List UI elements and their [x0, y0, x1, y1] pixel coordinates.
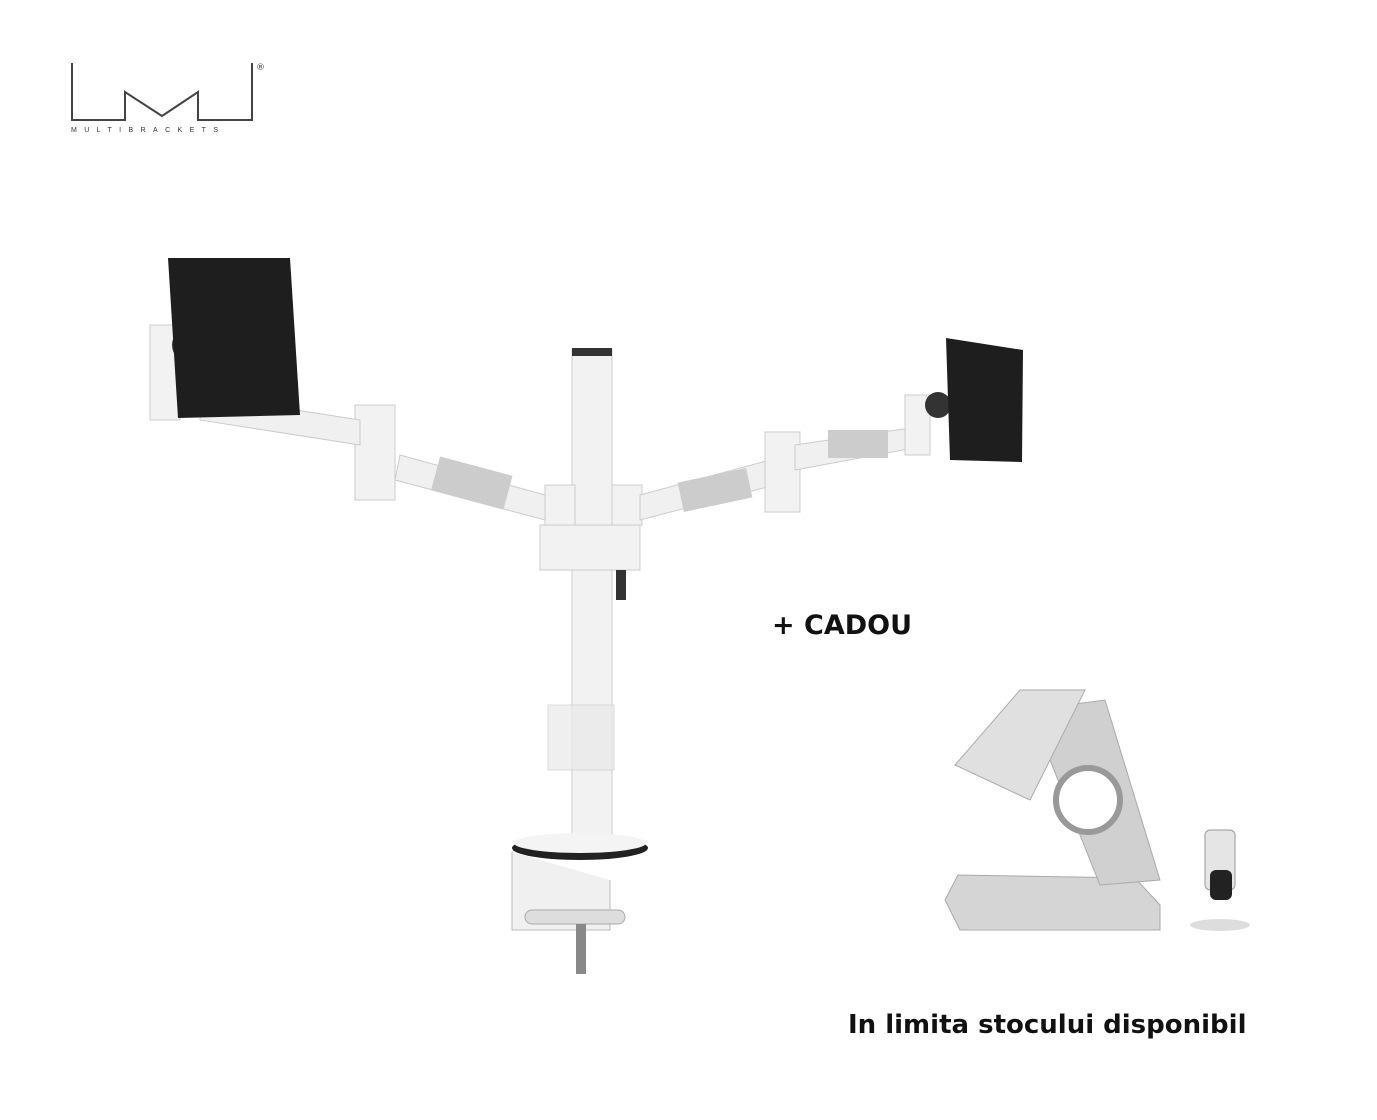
multibrackets-logo	[71, 63, 253, 121]
right-vesa-plate	[946, 338, 1023, 462]
brand-wordmark: MULTIBRACKETS	[71, 127, 226, 134]
left-vesa-plate	[168, 258, 300, 418]
dual-monitor-arm	[149, 258, 1023, 974]
stock-note: In limita stocului disponibil	[848, 1010, 1247, 1040]
phone-stand-gift	[944, 689, 1250, 931]
registered-mark: ®	[256, 63, 265, 73]
gift-label: + CADOU	[772, 610, 913, 641]
